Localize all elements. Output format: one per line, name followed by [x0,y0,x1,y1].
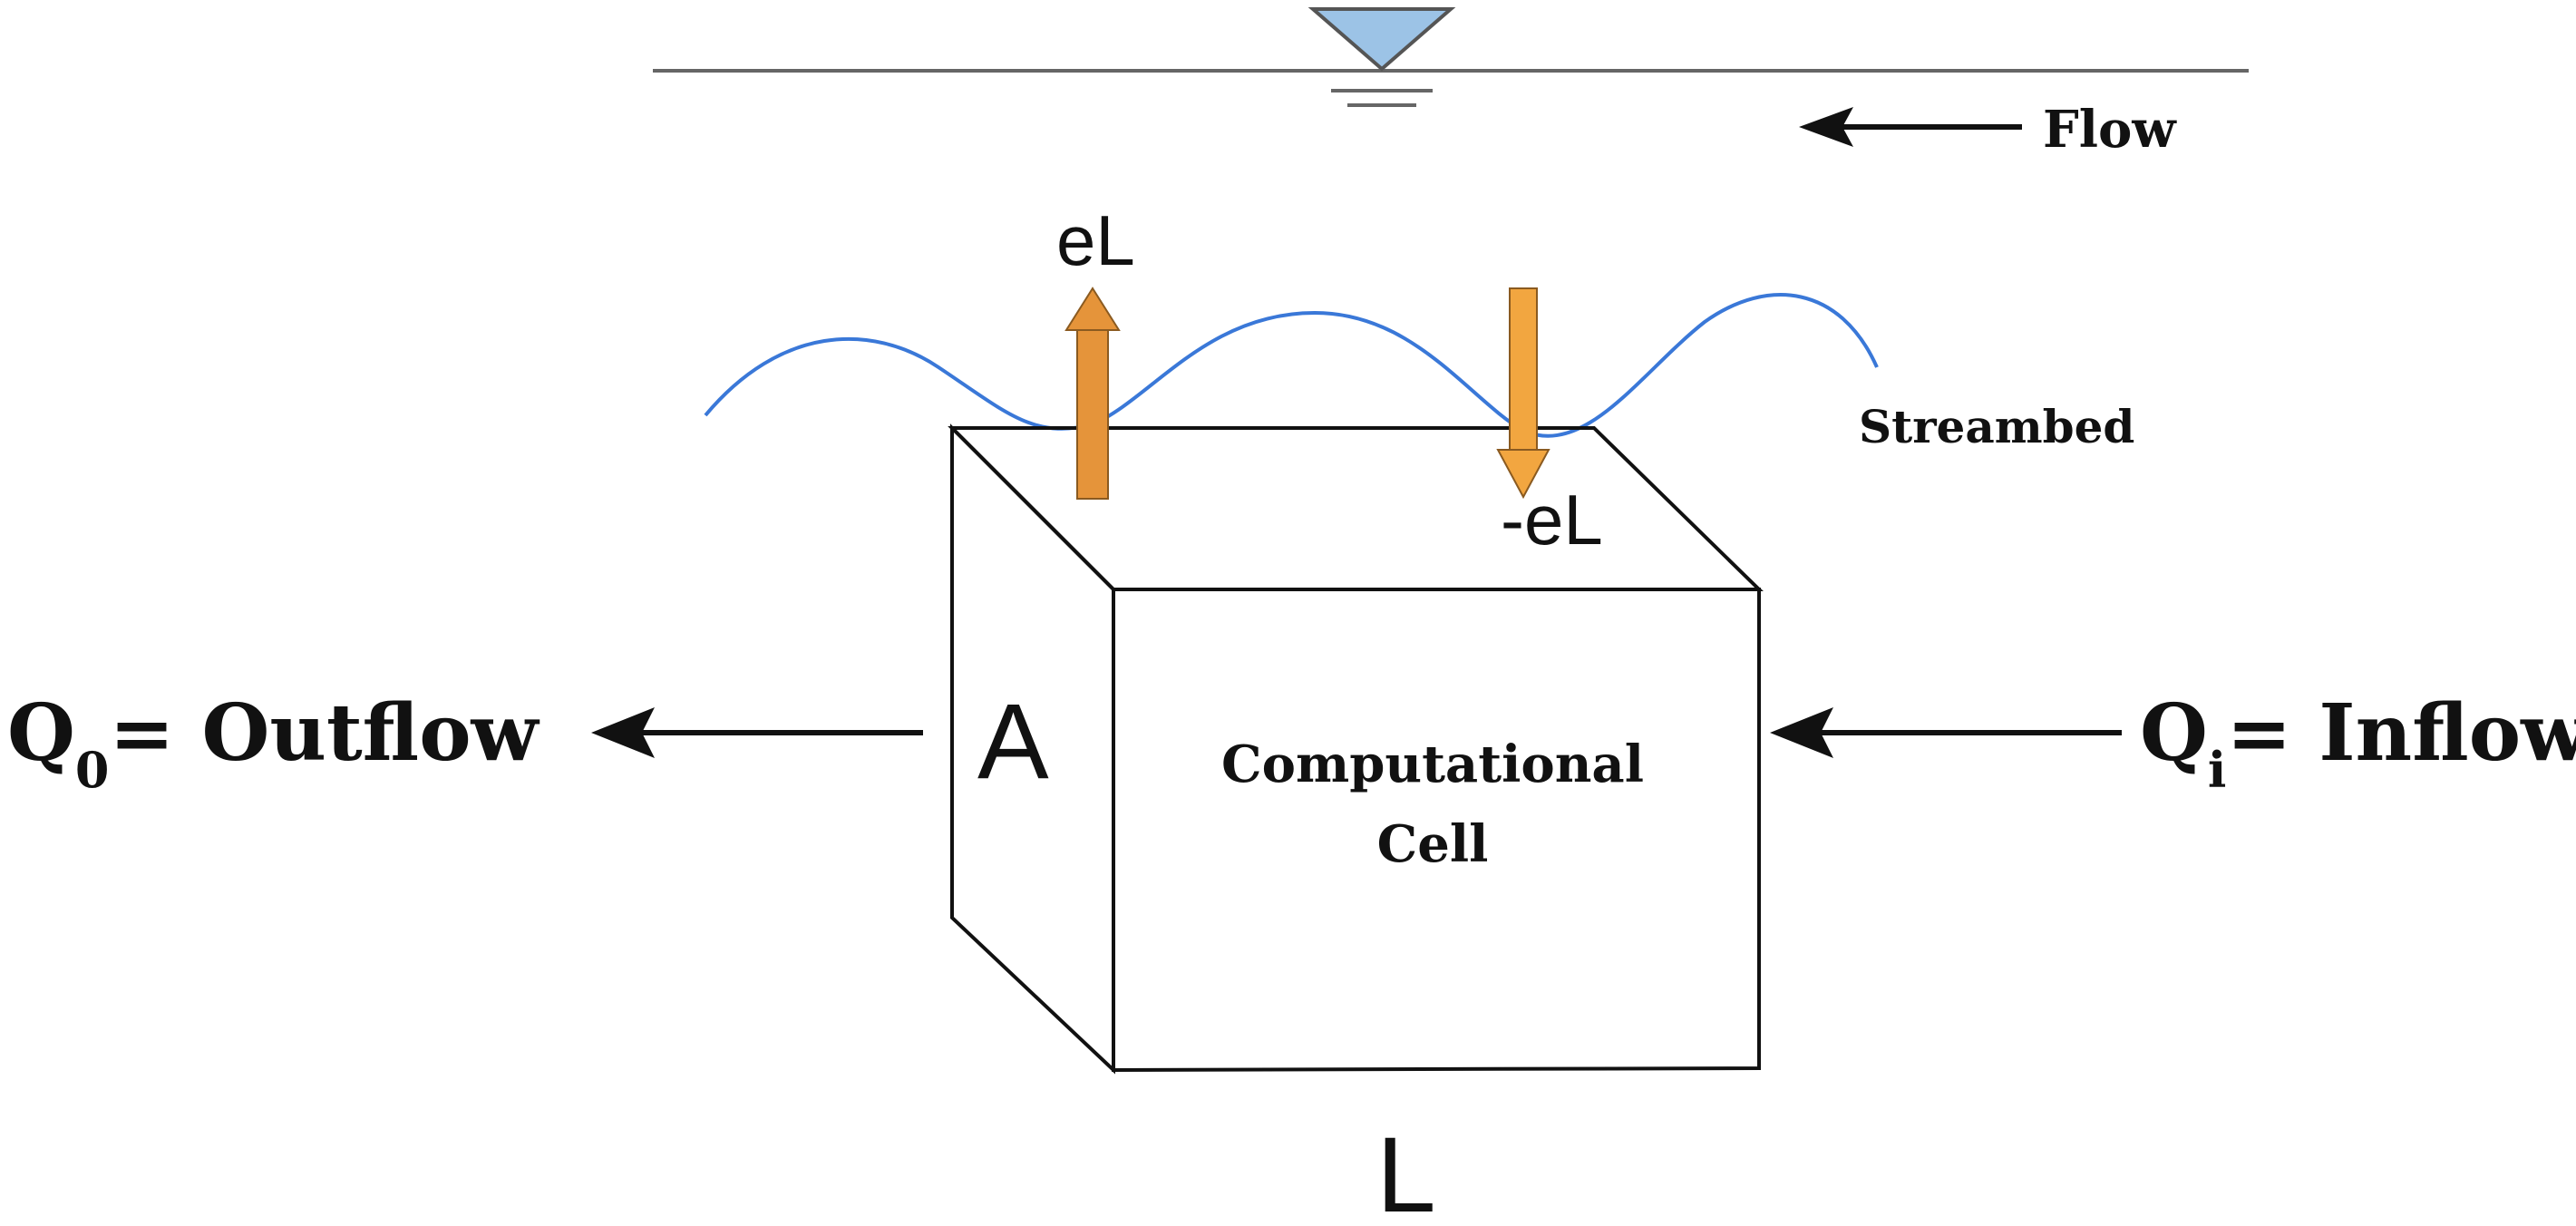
flow-label: Flow [2043,100,2177,160]
flow-arrow [1799,107,2022,147]
streambed-label: Streambed [1859,400,2134,453]
water-level-icon [1307,7,1456,107]
outflow-arrow [591,707,923,758]
streambed-line [704,293,1879,438]
area-label: A [977,682,1049,802]
outflow-label: Q0= Outflow [7,687,540,799]
el-down-label: -eL [1501,480,1603,559]
exchange-down-arrow [1496,287,1550,500]
inflow-label: Qi= Inflow [2140,687,2576,799]
computational-cell-box [948,423,1764,1075]
cell-label-line2: Cell [1377,814,1489,874]
length-label: L [1376,1115,1436,1226]
cell-label-line1: Computational [1221,735,1644,794]
el-up-label: eL [1056,200,1135,280]
inflow-arrow [1770,707,2122,758]
exchange-up-arrow [1064,287,1121,500]
